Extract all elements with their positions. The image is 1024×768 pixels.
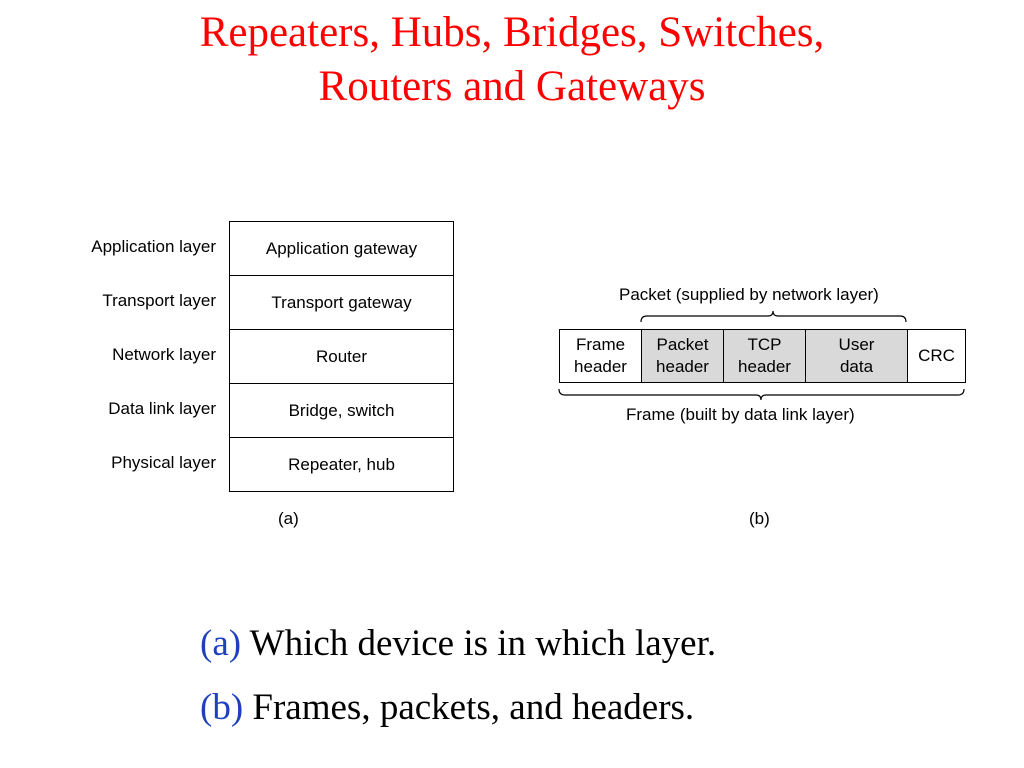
field-user-data-line1: User [838, 335, 875, 354]
field-packet-header-line2: header [656, 357, 709, 376]
field-crc-label: CRC [918, 346, 955, 365]
field-tcp-header: TCP header [724, 330, 806, 382]
field-packet-header-line1: Packet [656, 335, 709, 354]
caption-b-text: Frames, packets, and headers. [252, 687, 695, 728]
slide-title: Repeaters, Hubs, Bridges, Switches, Rout… [0, 6, 1024, 114]
packet-brace-label: Packet (supplied by network layer) [619, 285, 879, 304]
device-stack: Application gateway Transport gateway Ro… [229, 221, 454, 492]
field-packet-header: Packet header [642, 330, 724, 382]
layer-label-application: Application layer [91, 237, 216, 256]
caption-a-text: Which device is in which layer. [249, 623, 717, 664]
diagram-b-caption: (b) [749, 509, 770, 528]
layer-label-data-link: Data link layer [108, 399, 216, 418]
field-frame-header-line2: header [574, 357, 627, 376]
frame-brace [558, 388, 965, 401]
packet-brace [640, 310, 907, 323]
diagram-a-caption: (a) [278, 509, 299, 528]
field-user-data-line2: data [839, 357, 874, 376]
frame-brace-label: Frame (built by data link layer) [626, 405, 855, 424]
title-line-1: Repeaters, Hubs, Bridges, Switches, [199, 9, 825, 56]
layer-label-network: Network layer [112, 345, 216, 364]
caption-b-tag: (b) [200, 687, 244, 728]
title-line-2: Routers and Gateways [318, 63, 706, 110]
device-transport-gateway: Transport gateway [230, 276, 453, 330]
caption-a-tag: (a) [200, 623, 242, 664]
frame-structure: Frame header Packet header TCP header User d… [559, 329, 966, 383]
device-bridge-switch: Bridge, switch [230, 384, 453, 438]
field-tcp-header-line2: header [738, 357, 791, 376]
caption-b: (b) Frames, packets, and headers. [200, 686, 694, 730]
field-crc: CRC [908, 330, 965, 382]
field-frame-header-line1: Frame [575, 335, 626, 354]
device-repeater-hub: Repeater, hub [230, 438, 453, 492]
layer-label-physical: Physical layer [111, 453, 216, 472]
field-frame-header: Frame header [560, 330, 642, 382]
device-router: Router [230, 330, 453, 384]
layer-label-transport: Transport layer [102, 291, 216, 310]
field-user-data: User data [806, 330, 908, 382]
caption-a: (a) Which device is in which layer. [200, 622, 716, 666]
device-application-gateway: Application gateway [230, 222, 453, 276]
field-tcp-header-line1: TCP [747, 335, 782, 354]
